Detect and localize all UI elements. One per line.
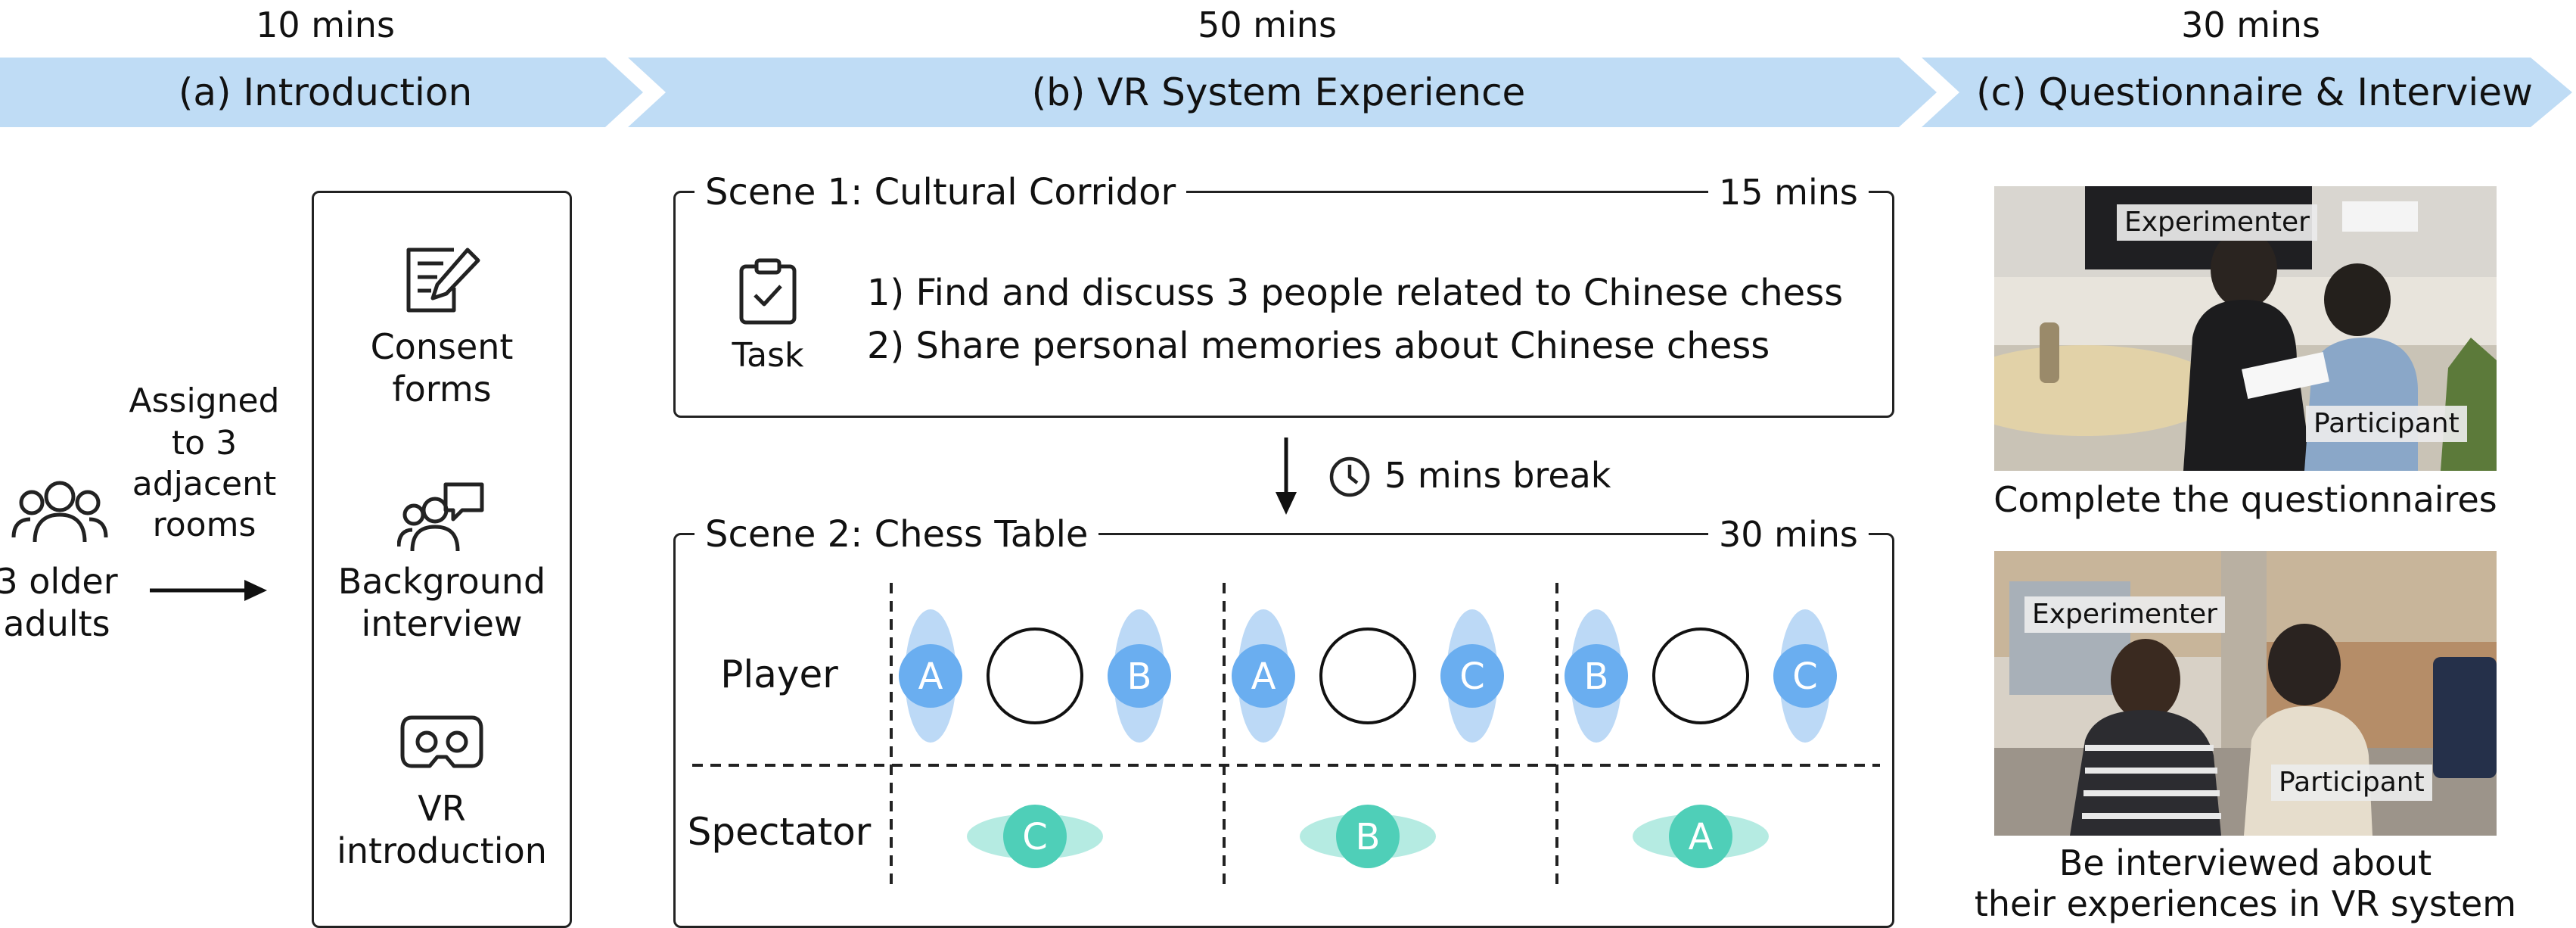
svg-text:B: B bbox=[1356, 816, 1381, 858]
task-line-2: 2) Share personal memories about Chinese… bbox=[867, 325, 1770, 367]
svg-text:C: C bbox=[1022, 816, 1048, 858]
task-line-1: 1) Find and discuss 3 people related to … bbox=[867, 272, 1844, 314]
scene1-box bbox=[673, 191, 1894, 418]
photo1-experimenter-tag: Experimenter bbox=[2117, 204, 2317, 241]
vr-intro-line1: VR bbox=[418, 788, 466, 829]
background-line1: Background bbox=[337, 561, 546, 602]
spectator-token-C: C bbox=[967, 805, 1103, 868]
spectator-token-B: B bbox=[1300, 805, 1436, 868]
vr-duration: 50 mins bbox=[1198, 5, 1337, 45]
player-token-B: B bbox=[1108, 609, 1171, 743]
vr-headset-icon bbox=[399, 712, 484, 772]
photo2-caption-line1: Be interviewed about bbox=[2059, 842, 2432, 883]
assignment-line1: Assigned bbox=[129, 381, 280, 420]
spectator-token-A: A bbox=[1633, 805, 1769, 868]
player-token-B: B bbox=[1565, 609, 1628, 743]
assignment-line4: rooms bbox=[152, 506, 256, 544]
svg-text:B: B bbox=[1584, 656, 1609, 698]
questionnaire-duration: 30 mins bbox=[2181, 5, 2320, 45]
scene2-time: 30 mins bbox=[1708, 512, 1869, 557]
photo1-participant-tag: Participant bbox=[2306, 406, 2467, 442]
player-token-C: C bbox=[1440, 609, 1504, 743]
scene1-time: 15 mins bbox=[1708, 170, 1869, 215]
chat-people-icon bbox=[396, 478, 488, 554]
svg-text:C: C bbox=[1459, 656, 1485, 698]
intro-chevron bbox=[0, 58, 643, 127]
stage-intro-label: (a) Introduction bbox=[178, 70, 473, 114]
stage-questionnaire-label: (c) Questionnaire & Interview bbox=[1976, 70, 2533, 114]
svg-text:C: C bbox=[1792, 656, 1818, 698]
scene2-title: Scene 2: Chess Table bbox=[694, 512, 1099, 557]
intro-box bbox=[312, 191, 572, 928]
spectator-row-label: Spectator bbox=[687, 810, 872, 854]
stage-vr-label: (b) VR System Experience bbox=[1031, 70, 1526, 114]
consent-line2: forms bbox=[392, 369, 492, 410]
task-label: Task bbox=[732, 336, 804, 375]
assignment-line3: adjacent bbox=[132, 465, 277, 503]
photo2-participant-tag: Participant bbox=[2271, 765, 2432, 801]
chess-table-circle bbox=[1652, 627, 1749, 724]
player-row-label: Player bbox=[720, 652, 838, 696]
chess-table-circle bbox=[987, 627, 1083, 724]
clipboard-icon bbox=[734, 257, 802, 325]
assignment-line2: to 3 bbox=[171, 424, 238, 462]
chess-table-circle bbox=[1319, 627, 1416, 724]
break-label: 5 mins break bbox=[1384, 455, 1611, 496]
participants-line2: adults bbox=[3, 603, 110, 644]
clock-icon bbox=[1328, 456, 1371, 498]
background-line2: interview bbox=[361, 603, 523, 644]
player-token-A: A bbox=[1232, 609, 1295, 743]
pencil-form-icon bbox=[401, 241, 484, 316]
svg-text:B: B bbox=[1127, 656, 1152, 698]
break-arrow bbox=[1271, 438, 1301, 516]
photo2-caption-line2: their experiences in VR system bbox=[1974, 883, 2517, 924]
svg-text:A: A bbox=[1251, 656, 1276, 698]
scene2-box bbox=[673, 533, 1894, 928]
player-token-A: A bbox=[899, 609, 962, 743]
consent-line1: Consent bbox=[370, 326, 514, 367]
assignment-arrow bbox=[150, 575, 271, 606]
svg-text:A: A bbox=[918, 656, 943, 698]
participants-line1: 3 older bbox=[0, 561, 118, 602]
vr-chevron bbox=[628, 58, 1937, 127]
photo2-experimenter-tag: Experimenter bbox=[2024, 596, 2225, 633]
scene1-title: Scene 1: Cultural Corridor bbox=[694, 170, 1187, 215]
stage-banner bbox=[0, 58, 2576, 127]
questionnaire-chevron bbox=[1922, 58, 2572, 127]
svg-text:A: A bbox=[1689, 816, 1714, 858]
people-icon bbox=[11, 477, 109, 545]
intro-duration: 10 mins bbox=[256, 5, 395, 45]
interview-photo: Experimenter Participant bbox=[1994, 551, 2497, 836]
questionnaire-photo: Experimenter Participant bbox=[1994, 186, 2497, 471]
player-token-C: C bbox=[1773, 609, 1837, 743]
photo1-caption: Complete the questionnaires bbox=[1993, 479, 2497, 520]
vr-intro-line2: introduction bbox=[337, 830, 547, 871]
